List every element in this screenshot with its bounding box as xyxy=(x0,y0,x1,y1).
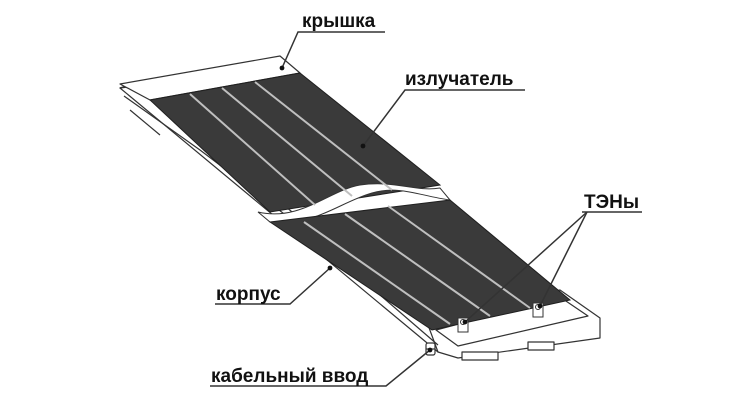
label-heating-elements: ТЭНы xyxy=(584,192,639,213)
label-housing: корпус xyxy=(216,284,281,305)
leader-dots xyxy=(279,65,543,353)
leader-heating-element-left xyxy=(464,211,588,323)
label-lid: крышка xyxy=(302,11,376,32)
emitter-upper xyxy=(148,72,442,213)
callout-leaders xyxy=(210,31,642,387)
leader-cable-entry xyxy=(210,349,431,387)
housing-foot-right xyxy=(527,341,555,351)
emitter-panel xyxy=(148,72,572,331)
leader-heating-element-right xyxy=(539,211,588,307)
label-cable-entry: кабельный ввод xyxy=(211,366,368,387)
label-emitter: излучатель xyxy=(405,69,513,90)
emitter-ridges xyxy=(189,81,531,325)
housing-side-edge-2 xyxy=(129,109,161,136)
leader-lid xyxy=(281,31,385,69)
leader-housing xyxy=(215,267,331,305)
housing-foot-left xyxy=(461,351,499,361)
leader-emitter xyxy=(362,89,525,147)
